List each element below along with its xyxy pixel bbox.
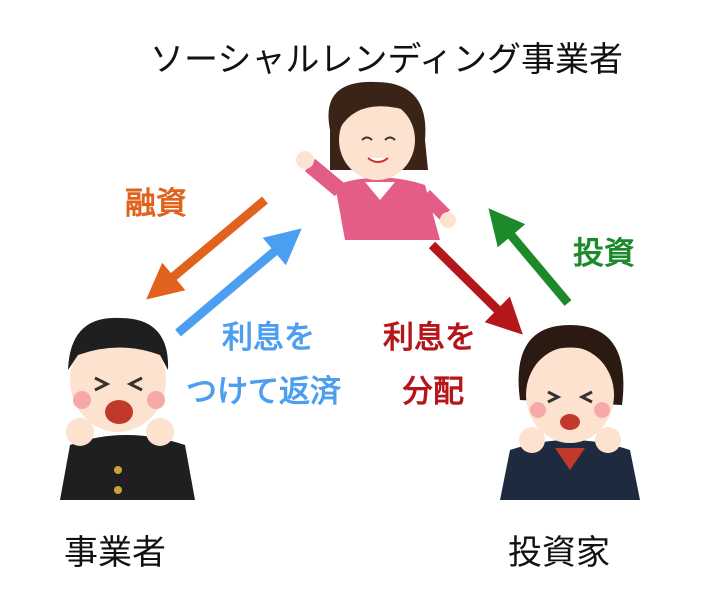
platform-title: ソーシャルレンディング事業者 xyxy=(150,40,623,80)
loan-label: 融資 xyxy=(125,186,187,222)
invest-arrow xyxy=(488,208,572,306)
investor-girl-illustration xyxy=(500,325,640,500)
repay-label-line1: 利息を xyxy=(222,320,315,356)
loan-arrow xyxy=(146,196,268,300)
distribute-arrow xyxy=(428,241,523,335)
business-boy-illustration xyxy=(60,317,195,500)
lender-woman-illustration xyxy=(296,81,456,240)
distribute-label-line1: 利息を xyxy=(383,320,476,356)
invest-label: 投資 xyxy=(573,236,635,272)
repay-label-line2: つけて返済 xyxy=(186,374,341,410)
business-role-label: 事業者 xyxy=(64,533,166,573)
investor-role-label: 投資家 xyxy=(508,533,610,573)
repay-arrow xyxy=(175,228,302,337)
distribute-label-line2: 分配 xyxy=(402,374,464,410)
